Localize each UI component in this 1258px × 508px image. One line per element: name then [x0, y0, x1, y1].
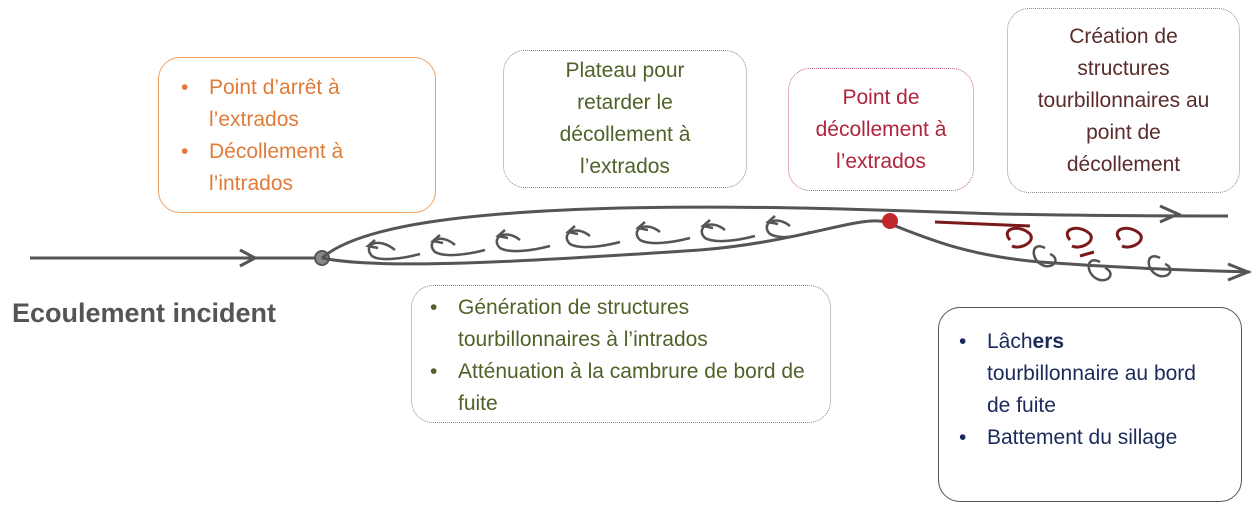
upper-outlet-arrow [1159, 204, 1182, 224]
vortex-creation-box: Création de structures tourbillonnaires … [1007, 8, 1240, 193]
wake-flapping-item: Battement du sillage [945, 422, 1221, 454]
stagnation-item: Point d’arrêt à l’extrados [167, 72, 425, 136]
vortex-creation-text: Création de structures tourbillonnaires … [1037, 24, 1210, 176]
lower-outlet-arrow [1227, 262, 1253, 282]
incident-arrow [239, 248, 259, 268]
separation-point-box: Point de décollement à l’extrados [788, 68, 974, 191]
plateau-text: Plateau pour retarder le décollement à l… [559, 59, 691, 178]
intrados-generation-item: Génération de structures tourbillonnaire… [416, 292, 820, 356]
trailing-edge-shedding-box: Lâchers tourbillonnaire au bord de fuite… [938, 307, 1242, 502]
incident-flow-label: Ecoulement incident [12, 298, 277, 328]
shedding-item-pre: Lâch [987, 330, 1033, 353]
camber-attenuation-item: Atténuation à la cambrure de bord de fui… [416, 356, 820, 420]
stagnation-info-box: Point d’arrêt à l’extrados Décollement à… [158, 57, 436, 213]
recirculation-vortices [365, 215, 811, 261]
wake-vortices-dark [1006, 226, 1143, 258]
shedding-item: Lâchers tourbillonnaire au bord de fuite [945, 326, 1221, 422]
intrados-vortex-box: Génération de structures tourbillonnaire… [411, 285, 831, 423]
separation-point [882, 213, 898, 229]
upper-streamline [321, 205, 1229, 260]
wake-vortices-grey [1032, 245, 1172, 282]
shedding-item-post: tourbillonnaire au bord de fuite [987, 362, 1196, 417]
shedding-item-bold: ers [1032, 330, 1065, 353]
separation-point-text: Point de décollement à l’extrados [815, 85, 947, 173]
lower-streamline [321, 219, 1251, 274]
shear-layer [934, 220, 1031, 228]
plateau-box: Plateau pour retarder le décollement à l… [503, 50, 747, 188]
lower-separation-item: Décollement à l’intrados [167, 136, 425, 200]
